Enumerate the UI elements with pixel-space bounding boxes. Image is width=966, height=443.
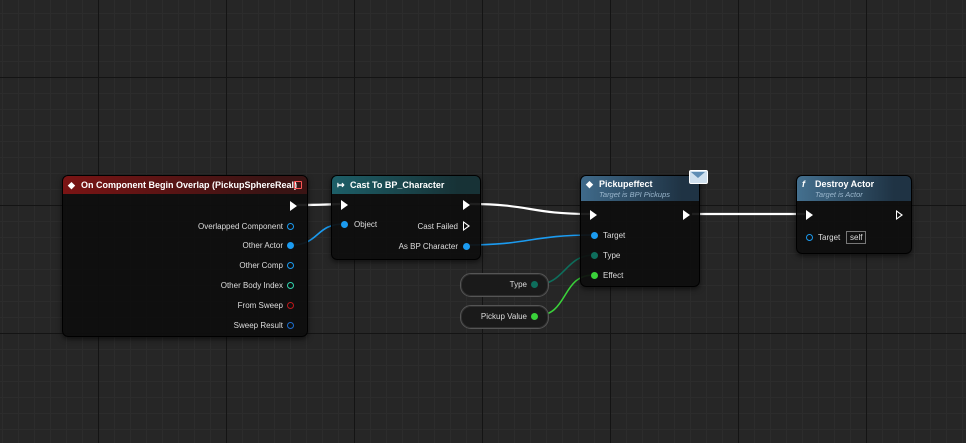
pickupeffect-target-pin[interactable] xyxy=(591,232,598,239)
destroy-exec-input-pin[interactable] xyxy=(806,210,813,220)
cast-title: Cast To BP_Character xyxy=(350,180,445,190)
target-self-field[interactable]: self xyxy=(846,231,867,244)
pickupeffect-effect-pin[interactable] xyxy=(591,272,598,279)
pickup-value-variable-label: Pickup Value xyxy=(480,312,527,321)
pickupeffect-header[interactable]: ◆ Pickupeffect Target is BPI Pickups xyxy=(581,176,699,201)
pin-label-target: Target xyxy=(603,231,626,240)
overlapped-component-pin[interactable] xyxy=(287,223,294,230)
destroy-actor-node[interactable]: f Destroy Actor Target is Actor Target s… xyxy=(796,175,912,254)
pickup-value-variable-node[interactable]: Pickup Value xyxy=(460,305,549,329)
pin-label-as-bp-character: As BP Character xyxy=(398,242,458,251)
destroy-actor-header[interactable]: f Destroy Actor Target is Actor xyxy=(797,176,911,201)
pickupeffect-subtitle: Target is BPI Pickups xyxy=(599,190,671,199)
overlap-event-header[interactable]: ◆ On Component Begin Overlap (PickupSphe… xyxy=(63,176,307,194)
overlap-event-node[interactable]: ◆ On Component Begin Overlap (PickupSphe… xyxy=(62,175,308,337)
pickupeffect-node[interactable]: ◆ Pickupeffect Target is BPI Pickups Tar… xyxy=(580,175,700,287)
interface-message-icon: ◆ xyxy=(586,179,593,189)
as-bp-character-pin[interactable] xyxy=(463,243,470,250)
type-variable-node[interactable]: Type xyxy=(460,273,549,297)
exec-output-pin[interactable] xyxy=(290,201,297,211)
pin-label-other-comp: Other Comp xyxy=(239,261,283,270)
from-sweep-pin[interactable] xyxy=(287,302,294,309)
destroy-actor-title: Destroy Actor xyxy=(815,179,875,189)
pin-label-cast-failed: Cast Failed xyxy=(417,222,458,231)
pin-label-other-body-index: Other Body Index xyxy=(220,281,283,290)
destroy-exec-output-pin[interactable] xyxy=(896,210,903,220)
other-actor-pin[interactable] xyxy=(287,242,294,249)
pin-label-overlapped-component: Overlapped Component xyxy=(198,222,283,231)
pin-label-object: Object xyxy=(354,220,378,229)
function-icon: f xyxy=(802,179,805,189)
exec-wire-cast-to-pickup xyxy=(469,202,591,216)
type-variable-pin[interactable] xyxy=(531,281,538,288)
cast-exec-output-pin[interactable] xyxy=(463,200,470,210)
pickup-value-variable-pin[interactable] xyxy=(531,313,538,320)
diamond-icon: ◆ xyxy=(68,180,75,190)
pin-label-other-actor: Other Actor xyxy=(242,241,283,250)
cast-arrow-icon: ↦ xyxy=(337,180,345,190)
pin-label-effect: Effect xyxy=(603,271,624,280)
cast-header[interactable]: ↦ Cast To BP_Character xyxy=(332,176,480,194)
stop-icon xyxy=(294,181,302,189)
pickupeffect-exec-input-pin[interactable] xyxy=(590,210,597,220)
cast-node[interactable]: ↦ Cast To BP_Character Object Cast Faile… xyxy=(331,175,481,260)
pin-label-from-sweep: From Sweep xyxy=(237,301,283,310)
pin-label-type: Type xyxy=(603,251,621,260)
object-wire-character-to-target xyxy=(465,234,595,246)
envelope-icon xyxy=(689,170,708,184)
destroy-target-pin[interactable] xyxy=(806,234,813,241)
cast-failed-exec-pin[interactable] xyxy=(463,221,470,231)
pickupeffect-type-pin[interactable] xyxy=(591,252,598,259)
destroy-actor-subtitle: Target is Actor xyxy=(815,190,863,199)
overlap-event-title: On Component Begin Overlap (PickupSphere… xyxy=(81,180,298,190)
cast-exec-input-pin[interactable] xyxy=(341,200,348,210)
pickupeffect-exec-output-pin[interactable] xyxy=(683,210,690,220)
type-variable-label: Type xyxy=(509,280,527,289)
pin-label-sweep-result: Sweep Result xyxy=(233,321,283,330)
pickupeffect-title: Pickupeffect xyxy=(599,179,653,189)
pin-label-destroy-target: Target xyxy=(818,233,841,242)
object-input-pin[interactable] xyxy=(341,221,348,228)
other-body-index-pin[interactable] xyxy=(287,282,294,289)
other-comp-pin[interactable] xyxy=(287,262,294,269)
sweep-result-pin[interactable] xyxy=(287,322,294,329)
